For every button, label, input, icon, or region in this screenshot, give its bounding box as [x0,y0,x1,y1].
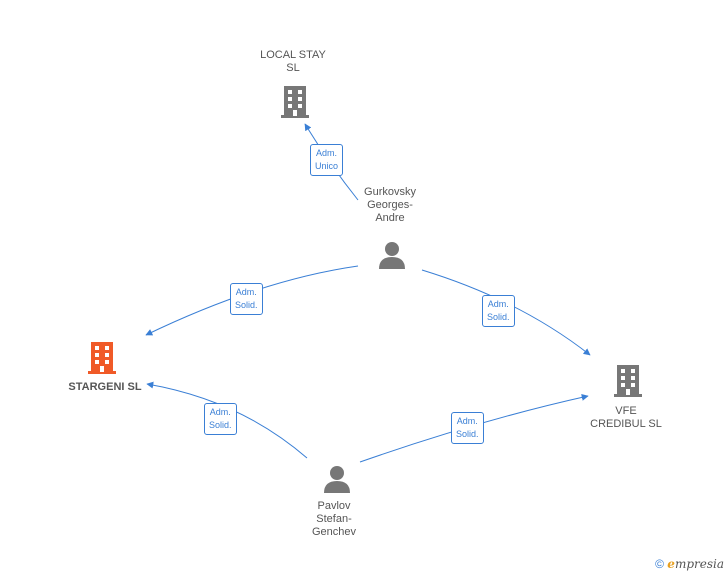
edge-label-adm-solid[interactable]: Adm. Solid. [204,403,237,435]
node-label-vfe: VFE CREDIBUL SL [590,405,662,430]
building-icon[interactable] [280,84,310,118]
node-label-gurkovsky: Gurkovsky Georges- Andre [364,186,416,224]
brand-logo-e: e [667,557,675,571]
edge-label-adm-solid[interactable]: Adm. Solid. [451,412,484,444]
building-icon[interactable] [87,340,117,374]
edge-label-adm-solid[interactable]: Adm. Solid. [230,283,263,315]
watermark: © empresia [655,557,724,571]
person-icon[interactable] [322,464,352,494]
edge-label-adm-unico[interactable]: Adm. Unico [310,144,344,176]
copyright-icon: © [655,557,664,571]
edge-label-adm-solid[interactable]: Adm. Solid. [482,295,515,327]
node-label-stargeni: STARGENI SL [68,381,142,393]
node-label-local-stay: LOCAL STAY SL [260,49,326,74]
person-icon[interactable] [377,240,407,270]
brand-logo-text: mpresia [674,557,724,571]
building-icon[interactable] [613,363,643,397]
node-label-pavlov: Pavlov Stefan- Genchev [311,500,357,538]
